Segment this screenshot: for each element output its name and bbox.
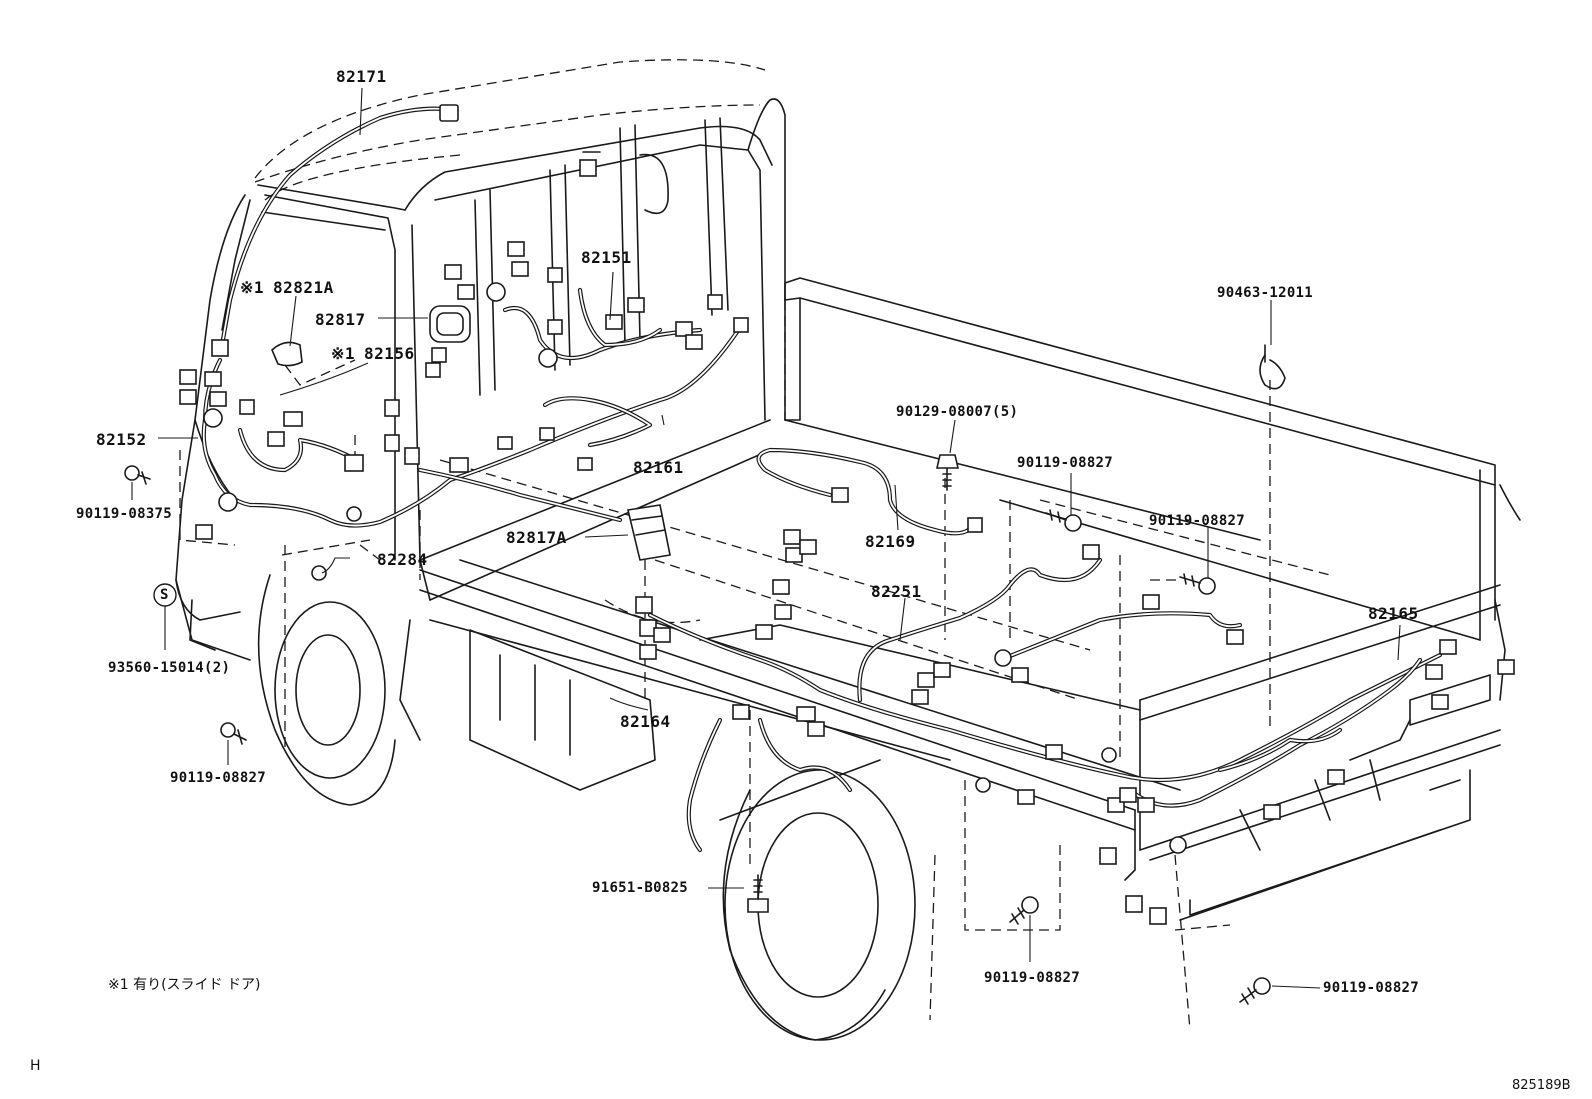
part-label-90119-08375: 90119-08375	[76, 506, 173, 522]
part-label-90119-08827-c: 90119-08827	[984, 970, 1081, 986]
front-wheel	[257, 574, 396, 806]
part-label-82169: 82169	[865, 532, 916, 551]
cab-outline	[175, 59, 786, 661]
drawing-id: 825189B	[1512, 1078, 1571, 1093]
part-label-90119-08827-d: 90119-08827	[1323, 980, 1420, 996]
part-label-93560-15014: 93560-15014(2)	[108, 660, 231, 676]
part-label-90129-08007: 90129-08007(5)	[896, 404, 1019, 420]
connectors	[179, 104, 1515, 925]
bolt-90119-08827-left	[220, 722, 247, 745]
s-symbol: S	[160, 587, 169, 603]
part-label-82251: 82251	[871, 582, 922, 601]
part-label-82165: 82165	[1368, 604, 1419, 623]
part-label-90463-12011: 90463-12011	[1217, 285, 1314, 301]
bolt-90119-08827-d	[1239, 977, 1271, 1005]
bolt-90129-08007	[935, 454, 960, 491]
part-label-82161: 82161	[633, 458, 684, 477]
part-label-82152: 82152	[96, 430, 147, 449]
footnote: ※1 有り(スライド ドア)	[108, 977, 261, 993]
wire-harnesses	[201, 106, 1443, 853]
part-label-90119-08827-b: 90119-08827	[1149, 513, 1246, 529]
bolts	[124, 344, 1286, 1005]
bolt-91651-b0825	[747, 874, 769, 913]
bolt-90119-08827-b	[1179, 573, 1216, 595]
tank-box	[399, 619, 656, 791]
corner-letter: H	[30, 1058, 41, 1074]
part-label-82156: 82156	[364, 344, 415, 363]
clip-90463-12011	[1259, 344, 1286, 390]
part-label-82284: 82284	[377, 550, 428, 569]
cargo-bed	[419, 277, 1521, 921]
part-label-91651-b0825: 91651-B0825	[592, 880, 689, 896]
note-mark-82156: ※1	[331, 344, 356, 363]
part-label-82817a: 82817A	[506, 528, 567, 547]
part-label-82151: 82151	[581, 248, 632, 267]
part-label-82821a: 82821A	[273, 278, 334, 297]
part-label-82171: 82171	[336, 67, 387, 86]
leader-lines	[131, 87, 1401, 989]
part-label-82164: 82164	[620, 712, 671, 731]
bolt-90119-08827-c	[1009, 896, 1039, 925]
part-label-90119-08827-a: 90119-08827	[1017, 455, 1114, 471]
note-mark-82821a: ※1	[240, 278, 265, 297]
part-label-90119-08827-left: 90119-08827	[170, 770, 267, 786]
bolt-90119-08827-a	[1045, 509, 1082, 532]
s-symbol-circle	[153, 583, 177, 607]
part-label-82817: 82817	[315, 310, 366, 329]
bolt-90119-08375	[124, 465, 151, 485]
